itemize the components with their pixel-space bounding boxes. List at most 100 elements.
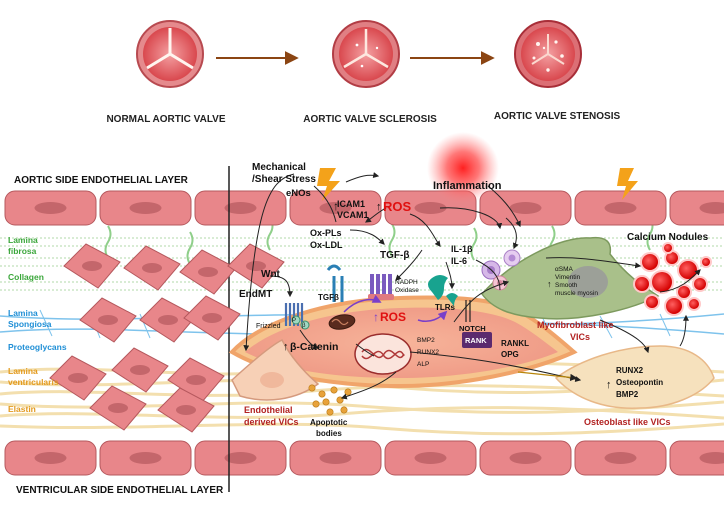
calcium-nodule: [662, 242, 674, 254]
beta-catenin-label: β-Catenin: [290, 341, 338, 353]
sclerosis-valve: [333, 21, 399, 87]
calcium-nodule: [687, 297, 701, 311]
calcium-nodule: [644, 294, 660, 310]
calcium-nodule: [633, 275, 651, 293]
cell-nucleus: [605, 452, 637, 464]
osteopontin-label: Osteopontin: [616, 378, 663, 387]
endothelial-cell: [100, 441, 191, 475]
lamina-spongiosa-label: Lamina: [8, 308, 38, 318]
aortic-layer-label: AORTIC SIDE ENDOTHELIAL LAYER: [14, 175, 189, 186]
oxidase-label: Oxidase: [395, 287, 419, 294]
endothelial-cell: [195, 441, 286, 475]
collagen-label: Collagen: [8, 272, 44, 282]
cell-nucleus: [158, 315, 178, 325]
runx2-small-label: RUNX2: [417, 349, 439, 356]
cell-nucleus: [202, 313, 222, 323]
calcium-nodule: [664, 296, 684, 316]
lamina-spongiosa-label-2: Spongiosa: [8, 319, 52, 329]
up-arrow: ↑: [547, 279, 552, 289]
endothelial-cell: [195, 191, 286, 225]
icam1-label: ICAM1: [337, 199, 365, 209]
myofibroblast-label: Myofibroblast like: [537, 320, 614, 330]
apoptotic-body: [319, 391, 325, 397]
lamina-ventricularis-label: Lamina: [8, 366, 38, 376]
alpha-sma-label: αSMA: [555, 266, 574, 273]
proteoglycans-label: Proteoglycans: [8, 342, 67, 352]
up-arrow: ↑: [283, 341, 289, 353]
cell-nucleus: [510, 452, 542, 464]
normal-valve-label: NORMAL AORTIC VALVE: [106, 114, 225, 125]
cyto-beta-label: β: [302, 323, 306, 329]
il1b-label: IL-1β: [451, 244, 473, 254]
apoptotic-label: Apoptotic: [310, 418, 348, 427]
alp-small-label: ALP: [417, 361, 429, 368]
endothelial-cell: [670, 441, 724, 475]
lamina-ventricularis-label-2: ventricularis: [8, 377, 59, 387]
apoptotic-body: [323, 399, 329, 405]
up-arrow: ↑: [373, 310, 379, 324]
interstitial-cell: [80, 298, 136, 342]
cell-nucleus: [82, 261, 102, 271]
ventricular-layer-label: VENTRICULAR SIDE ENDOTHELIAL LAYER: [16, 485, 224, 496]
endothelial-cell: [5, 191, 96, 225]
calcium-nodules: [633, 242, 712, 316]
elastin-label: Elastin: [8, 404, 36, 414]
endothelial-cell: [575, 191, 666, 225]
cell-nucleus: [415, 452, 447, 464]
runx2-osteoblast-label: RUNX2: [616, 366, 644, 375]
calcium-nodule: [640, 252, 660, 272]
wnt-label: Wnt: [261, 269, 281, 280]
apoptotic-body: [309, 385, 315, 391]
shear-stress-label: /Shear Stress: [252, 174, 316, 185]
muscle-myosin-label: muscle myosin: [555, 290, 598, 297]
cell-nucleus: [68, 373, 88, 383]
apoptotic-body: [331, 387, 337, 393]
endothelial-cell: [480, 441, 571, 475]
up-arrow: ↑: [333, 199, 339, 213]
endothelial-derived-label: Endothelial: [244, 405, 293, 415]
sclerosis-label: AORTIC VALVE SCLEROSIS: [303, 114, 437, 125]
cell-nucleus: [130, 452, 162, 464]
vcam1-label: VCAM1: [337, 210, 369, 220]
ros-top-label: ROS: [383, 199, 412, 214]
stenosis-label: AORTIC VALVE STENOSIS: [494, 111, 621, 122]
interstitial-cell: [124, 246, 180, 290]
cell-nucleus: [35, 202, 67, 214]
endothelial-cell: [100, 191, 191, 225]
enos-label: eNOs: [286, 188, 311, 199]
inflammation-label: Inflammation: [433, 180, 502, 192]
apoptotic-body: [327, 409, 333, 415]
up-arrow: ↑: [606, 379, 612, 391]
cell-nucleus: [186, 375, 206, 385]
normal-valve: [137, 21, 203, 87]
cell-nucleus: [605, 202, 637, 214]
inflammation-glow: [427, 132, 499, 204]
nadph-label: NADPH: [395, 279, 418, 286]
cell-nucleus: [35, 452, 67, 464]
oxldl-label: Ox-LDL: [310, 240, 343, 250]
tgfb-receptor-label: TGFβ: [318, 293, 339, 302]
endothelial-cell: [5, 441, 96, 475]
cell-nucleus: [176, 405, 196, 415]
cell-nucleus: [510, 202, 542, 214]
derived-vics-label: derived VICs: [244, 417, 299, 427]
bodies-label: bodies: [316, 429, 342, 438]
rank-label: RANK: [465, 336, 487, 345]
cell-nucleus: [130, 365, 150, 375]
frizzled-label: Frizzled: [256, 323, 281, 330]
endothelial-cell: [290, 441, 381, 475]
apoptotic-body: [313, 401, 319, 407]
notch-label: NOTCH: [459, 324, 486, 333]
cell-nucleus: [198, 267, 218, 277]
mechanical-label: Mechanical: [252, 162, 306, 173]
oxpls-label: Ox-PLs: [310, 228, 342, 238]
endothelial-cell: [480, 191, 571, 225]
endmt-label: EndMT: [239, 289, 272, 300]
rankl-label: RANKL: [501, 339, 529, 348]
il6-label: IL-6: [451, 256, 467, 266]
ros-center-label: ROS: [380, 310, 406, 324]
ventricular-endothelial-cells: [5, 441, 724, 475]
cyto-p-label: P: [292, 318, 296, 324]
